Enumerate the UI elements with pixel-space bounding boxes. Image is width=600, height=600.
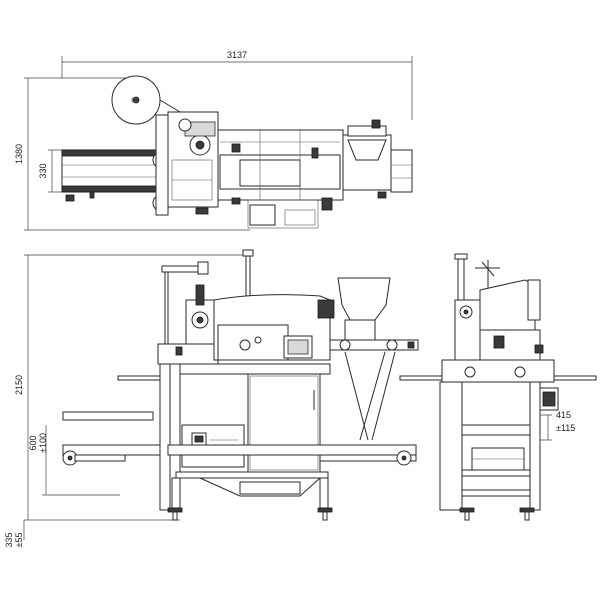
- front-outfeed: [329, 339, 419, 351]
- dim-roll-band: 330: [38, 163, 48, 178]
- dim-side-height: 415: [556, 410, 571, 420]
- front-view: 2150 600 ±100 335 ±55: [4, 249, 419, 548]
- dim-conveyor-height: 600: [28, 435, 38, 450]
- front-infeed-belt: [62, 411, 154, 421]
- dim-side-tol: ±115: [556, 423, 575, 433]
- dim-conveyor-tol: ±100: [38, 433, 48, 453]
- dim-feet-height: 335: [4, 532, 14, 547]
- dim-top-width: 3137: [227, 50, 247, 60]
- hopper: [337, 277, 391, 321]
- foot-left: [167, 507, 183, 513]
- lower-cabinet: [247, 373, 321, 473]
- dim-top-height: 1380: [14, 144, 24, 164]
- dim-front-height: 2150: [14, 375, 24, 395]
- foot-right: [317, 507, 333, 513]
- dim-feet-tol: ±55: [14, 533, 24, 548]
- side-view: 415 ±115: [399, 253, 597, 521]
- outfeed-section: [390, 149, 413, 193]
- hopper-top: [342, 134, 392, 191]
- top-view: 3137 1380 330: [14, 50, 413, 231]
